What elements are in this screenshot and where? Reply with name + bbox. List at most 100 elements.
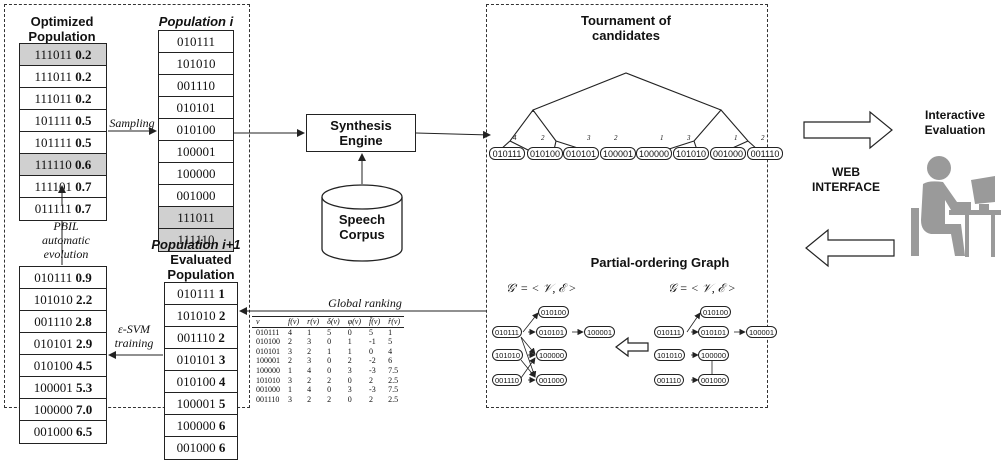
ranking-header: f(v) xyxy=(284,316,304,328)
ranking-cell: 0 xyxy=(327,337,332,347)
tournament-edge-label: 2 xyxy=(761,134,765,142)
ranking-cell: 4 xyxy=(388,346,393,356)
tournament-leaf: 101010 xyxy=(673,147,709,160)
ranking-header: f̂(v) xyxy=(365,316,385,328)
ranking-cell: -2 xyxy=(369,356,376,366)
ranking-header: r̂(v) xyxy=(384,316,405,328)
pbil-label: PBIL automatic evolution xyxy=(26,219,106,261)
ranking-cell: 2 xyxy=(307,375,312,385)
ranking-cell: -3 xyxy=(369,385,376,395)
synthesis-engine-box: Synthesis Engine xyxy=(306,114,416,152)
ranking-cell: 2.5 xyxy=(388,375,399,385)
engine-line-2: Engine xyxy=(339,133,383,148)
row-code: 101010 xyxy=(33,292,73,307)
population-row: 111110 xyxy=(159,229,233,251)
g-prime-label: 𝒢′ = < 𝒱, ℰ > xyxy=(506,281,577,295)
row-code: 111011 xyxy=(34,69,73,84)
population-row: 001110 2.8 xyxy=(20,311,106,333)
row-code: 010111 xyxy=(176,34,216,49)
population-row: 010111 1 xyxy=(165,283,237,305)
ranking-cell: 2 xyxy=(327,375,332,385)
row-score: 2.9 xyxy=(76,336,93,351)
row-code: 100000 xyxy=(176,418,216,433)
row-code: 111110 xyxy=(34,157,72,172)
row-score: 4.5 xyxy=(76,358,93,373)
row-code: 011111 xyxy=(34,201,72,216)
ranking-cell: 1 xyxy=(388,327,393,337)
population-row: 101010 2.2 xyxy=(20,289,106,311)
row-score: 4 xyxy=(218,374,226,389)
corpus-line-2: Corpus xyxy=(339,227,385,242)
row-score: 0.5 xyxy=(75,135,92,150)
tournament-leaf: 010100 xyxy=(527,147,563,160)
row-score: 3 xyxy=(218,352,226,367)
row-code: 010100 xyxy=(33,358,73,373)
row-code: 111110 xyxy=(177,232,215,247)
row-code: 001110 xyxy=(34,314,73,329)
tournament-edge-label: 1 xyxy=(660,134,664,142)
tournament-leaf: 001000 xyxy=(710,147,746,160)
row-code: 010111 xyxy=(177,286,216,301)
ranking-cell: 2 xyxy=(288,356,292,366)
ranking-cell: 100001 xyxy=(256,356,280,366)
user-at-computer-icon xyxy=(911,156,1001,257)
ranking-cell: 0 xyxy=(347,375,352,385)
graph-node: 010111 xyxy=(654,326,684,338)
tournament-edge-label: 3 xyxy=(687,134,691,142)
population-row: 010100 xyxy=(159,119,233,141)
population-row: 111110 0.6 xyxy=(20,154,106,176)
row-score: 0.5 xyxy=(75,113,92,128)
graph-node: 010101 xyxy=(698,326,730,338)
web-line-1: WEB xyxy=(832,165,860,179)
population-row: 010101 2.9 xyxy=(20,333,106,355)
flow-arrows xyxy=(58,72,759,384)
ranking-cell: 0 xyxy=(327,356,332,366)
interactive-title-line-1: Interactive xyxy=(924,108,986,122)
ranking-header: v xyxy=(252,316,284,328)
population-row: 111011 0.2 xyxy=(20,44,106,66)
ranking-cell: 010111 xyxy=(256,327,280,337)
row-score: 5.3 xyxy=(76,380,93,395)
row-score: 0.6 xyxy=(75,157,92,172)
row-score: 0.7 xyxy=(75,201,92,216)
ranking-cell: 7.5 xyxy=(388,365,399,375)
ranking-cell: -3 xyxy=(369,365,376,375)
svm-label: ε-SVM training xyxy=(106,322,162,350)
row-score: 0.2 xyxy=(75,69,92,84)
graph-node: 010111 xyxy=(492,326,522,338)
population-row: 010101 xyxy=(159,97,233,119)
ranking-cell: 001110 xyxy=(256,394,280,404)
graph-node: 001110 xyxy=(654,374,684,386)
population-row: 101010 2 xyxy=(165,305,237,327)
row-score: 6 xyxy=(218,440,226,455)
graph-node: 100001 xyxy=(584,326,616,338)
global-ranking-title: Global ranking xyxy=(328,296,402,310)
ranking-cell: 3 xyxy=(288,375,292,385)
graph-node: 010100 xyxy=(538,306,570,318)
row-score: 6 xyxy=(218,418,226,433)
row-code: 010100 xyxy=(176,122,216,137)
pbil-region xyxy=(4,4,250,408)
population-row: 010111 xyxy=(159,31,233,53)
ranking-cell: 1 xyxy=(307,327,312,337)
ranking-cell: 0 xyxy=(369,346,374,356)
ranking-cell: 2 xyxy=(307,394,312,404)
row-code: 001110 xyxy=(176,78,216,93)
row-code: 010101 xyxy=(176,100,216,115)
tournament-title: Tournament of candidates xyxy=(556,13,696,43)
row-score: 2 xyxy=(218,330,225,345)
speech-corpus-label: Speech Corpus xyxy=(320,212,404,242)
interactive-title-line-2: Evaluation xyxy=(924,123,986,137)
ranking-cell: 4 xyxy=(307,365,312,375)
graph-node: 100000 xyxy=(536,349,568,361)
ranking-header: φ(v) xyxy=(343,316,366,328)
population-row: 100000 6 xyxy=(165,415,237,437)
graph-node: 010101 xyxy=(536,326,568,338)
population-row: 101111 0.5 xyxy=(20,132,106,154)
